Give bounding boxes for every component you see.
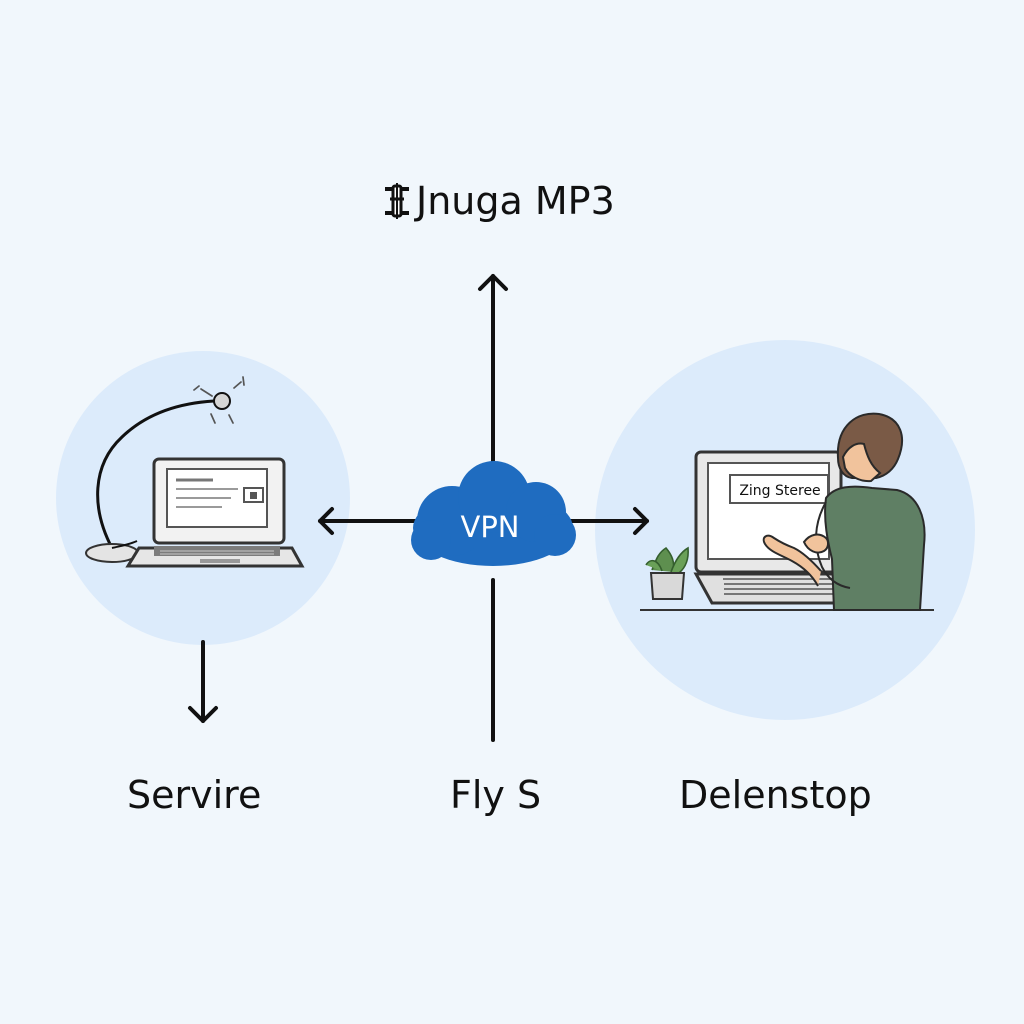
- up-arrowhead: [478, 274, 508, 291]
- diagram-title: Jnuga MP3: [380, 181, 615, 221]
- left-down-arrowhead: [188, 706, 218, 723]
- desktop-user-node-icon: [640, 412, 934, 611]
- diagram-title-text: Jnuga MP3: [416, 179, 615, 223]
- vpn-cloud-icon: [411, 461, 576, 566]
- server-caption: Servire: [127, 773, 262, 817]
- desktop-screen-text: Zing Steree: [739, 483, 820, 499]
- desktop-caption: Delenstop: [679, 773, 872, 817]
- audio-device-icon: [380, 181, 414, 221]
- right-arrowhead: [633, 507, 649, 535]
- center-caption: Fly S: [450, 773, 542, 817]
- vpn-label: VPN: [460, 510, 519, 544]
- left-arrowhead: [318, 507, 334, 535]
- server-node-icon: [85, 376, 305, 568]
